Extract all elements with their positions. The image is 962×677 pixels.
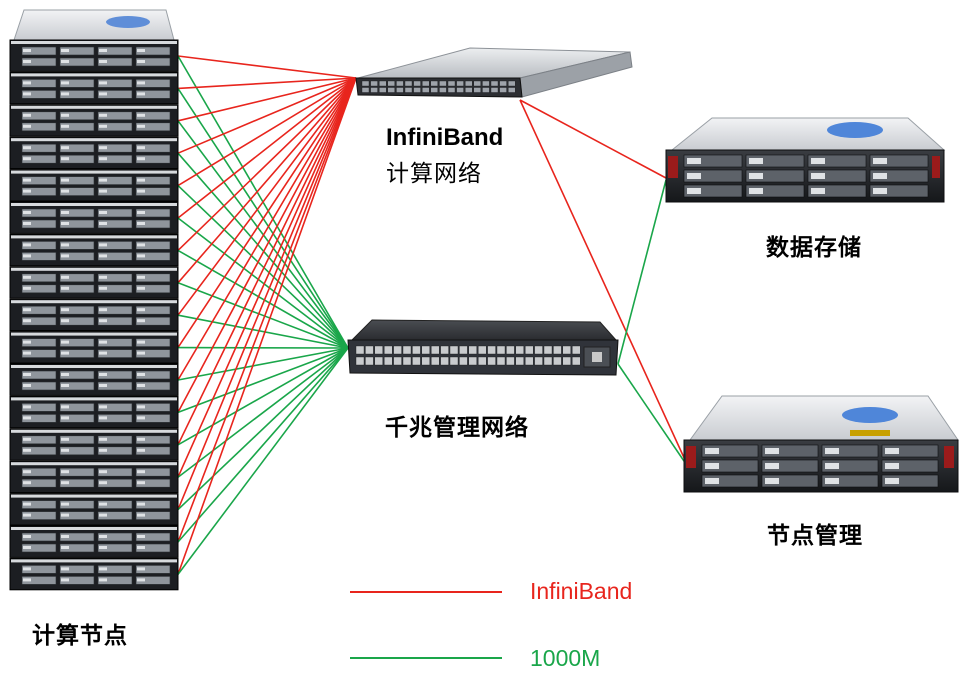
compute-stack-top xyxy=(13,9,175,41)
infiniband-link xyxy=(177,77,357,122)
infiniband-link xyxy=(177,77,357,219)
infiniband-link xyxy=(177,77,357,90)
compute-node xyxy=(9,493,179,526)
infiniband-link-storage xyxy=(519,99,667,179)
compute-node xyxy=(9,39,179,72)
compute-node xyxy=(9,557,179,591)
compute-node xyxy=(9,104,179,137)
infiniband-subtitle: 计算网络 xyxy=(386,161,482,187)
compute-node xyxy=(9,136,179,170)
gigabit-link xyxy=(177,152,349,349)
compute-node xyxy=(9,395,179,429)
compute-node-stack xyxy=(9,39,179,591)
legend-1000m-label: 1000M xyxy=(530,645,601,671)
infiniband-link xyxy=(177,77,357,381)
gigabit-link xyxy=(177,347,349,414)
compute-node xyxy=(9,169,179,202)
compute-node xyxy=(9,428,179,461)
infiniband-link xyxy=(177,77,357,316)
storage-server xyxy=(665,117,946,203)
infiniband-link-management xyxy=(519,99,687,463)
node-management-label: 节点管理 xyxy=(767,523,863,549)
compute-node xyxy=(9,266,179,299)
compute-node xyxy=(9,71,179,105)
infiniband-link xyxy=(177,55,357,79)
compute-node xyxy=(9,201,179,234)
infiniband-link xyxy=(177,77,357,284)
gigabit-link xyxy=(177,314,349,349)
gigabit-link xyxy=(177,347,349,543)
gigabit-link xyxy=(177,347,349,446)
gigabit-switch xyxy=(347,319,619,376)
compute-node xyxy=(9,233,179,267)
infiniband-link xyxy=(177,77,357,478)
gigabit-link xyxy=(177,249,349,349)
gigabit-label: 千兆管理网络 xyxy=(385,415,529,441)
compute-node xyxy=(9,331,179,364)
gigabit-link xyxy=(177,347,349,381)
infiniband-title: InfiniBand xyxy=(386,124,504,151)
connection-lines xyxy=(177,55,687,575)
compute-node xyxy=(9,460,179,494)
gigabit-link xyxy=(177,185,349,349)
legend-infiniband-label: InfiniBand xyxy=(530,578,633,604)
infiniband-link xyxy=(177,77,357,413)
management-server xyxy=(683,395,959,493)
gigabit-link-management xyxy=(617,363,687,465)
gigabit-link xyxy=(177,282,349,349)
infiniband-link xyxy=(177,77,357,187)
infiniband-link xyxy=(177,77,357,349)
infiniband-link xyxy=(177,77,357,251)
infiniband-link xyxy=(177,77,357,543)
gigabit-link xyxy=(177,217,349,349)
gigabit-link-storage xyxy=(617,179,667,365)
storage-label: 数据存储 xyxy=(766,235,862,261)
infiniband-link xyxy=(177,77,357,154)
gigabit-link xyxy=(177,347,349,511)
gigabit-link xyxy=(177,347,349,478)
gigabit-link xyxy=(177,347,349,575)
infiniband-link xyxy=(177,77,357,575)
compute-node xyxy=(9,363,179,396)
infiniband-link xyxy=(177,77,357,446)
compute-node xyxy=(9,298,179,332)
infiniband-link xyxy=(177,77,357,510)
compute-node xyxy=(9,525,179,558)
infiniband-switch xyxy=(355,47,633,98)
compute-nodes-label: 计算节点 xyxy=(32,623,128,649)
